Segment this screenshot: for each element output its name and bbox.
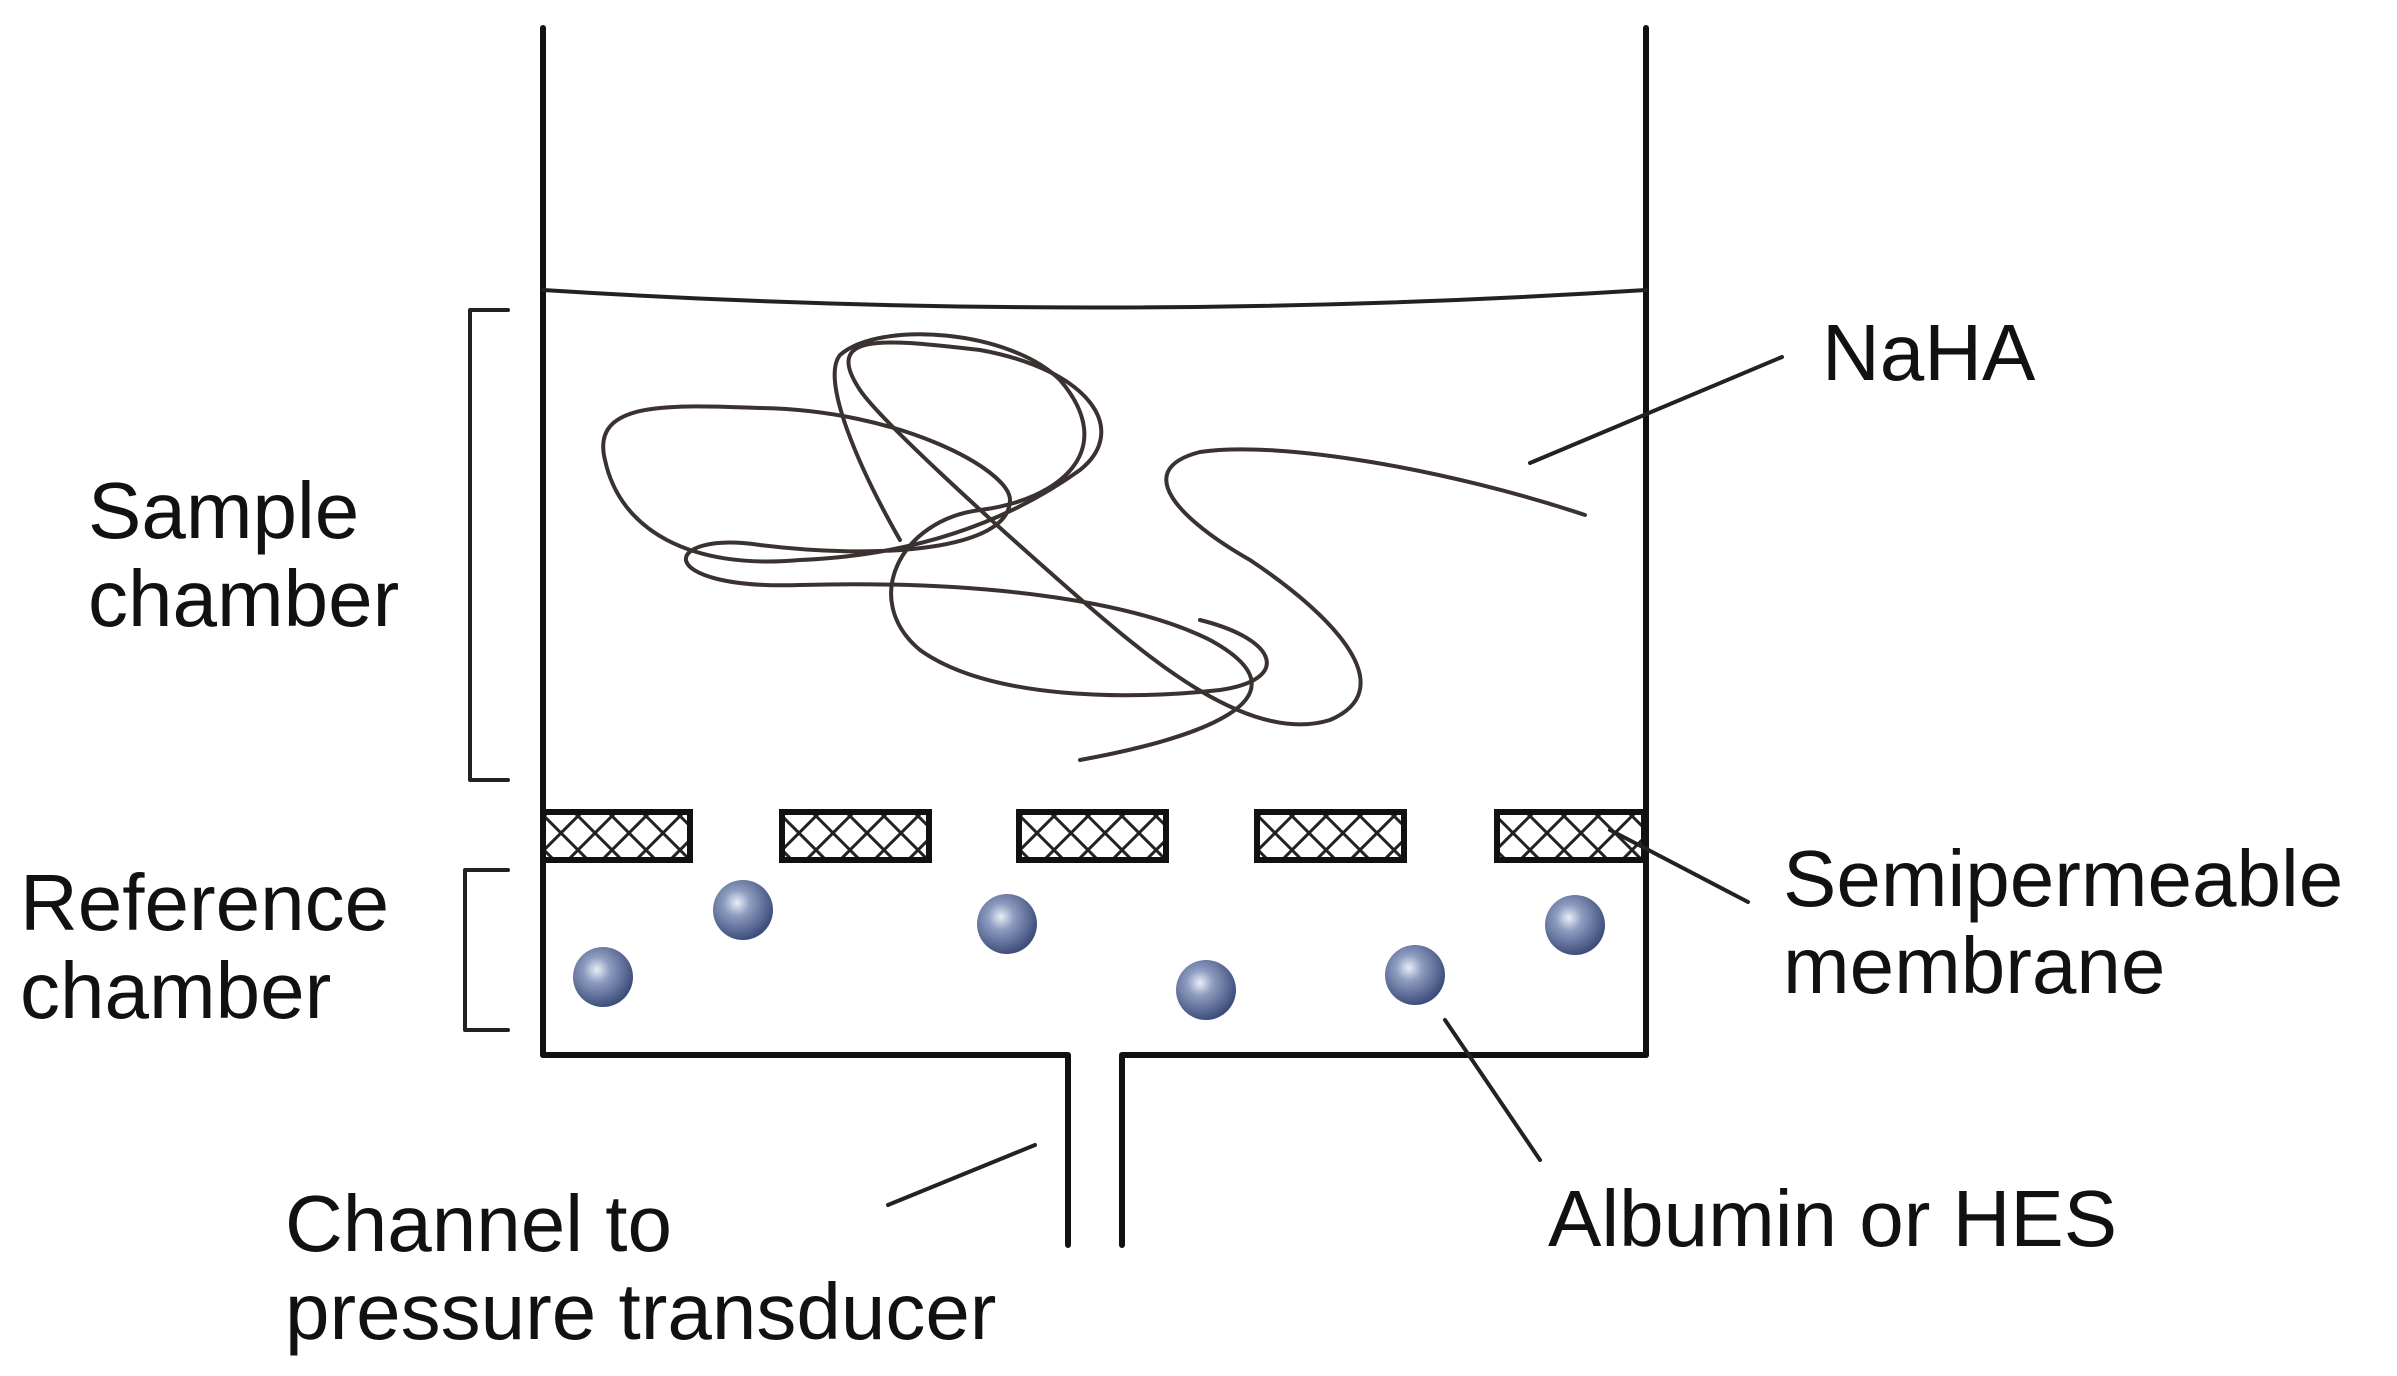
reference-chamber-label-line1: Reference (20, 858, 389, 947)
channel-label-line2: pressure transducer (285, 1267, 996, 1356)
channel-label-line1: Channel to (285, 1179, 672, 1268)
reference-chamber-bracket (463, 868, 510, 1032)
albumin-pointer (1443, 1018, 1542, 1162)
membrane-block-4 (1254, 809, 1407, 863)
vessel-walls (540, 25, 1649, 1248)
naha-label: NaHA (1822, 308, 2036, 397)
bottom-wall-left (540, 1052, 1071, 1248)
particle-5 (1385, 945, 1445, 1005)
semipermeable-membrane (540, 809, 1647, 863)
membrane-label-line2: membrane (1783, 921, 2165, 1010)
membrane-pointer (1608, 828, 1750, 904)
naha-polymer-coil (601, 340, 1587, 762)
albumin-label: Albumin or HES (1548, 1174, 2117, 1263)
sample-chamber-label-line1: Sample (88, 466, 359, 555)
particle-6 (1545, 895, 1605, 955)
liquid-surface (541, 288, 1648, 310)
particle-1 (573, 947, 633, 1007)
sample-chamber-bracket (468, 308, 510, 782)
membrane-label-line1: Semipermeable (1783, 834, 2343, 923)
particle-3 (977, 894, 1037, 954)
sample-chamber-label-line2: chamber (88, 554, 399, 643)
membrane-block-1 (540, 809, 693, 863)
channel-pointer (886, 1143, 1037, 1207)
naha-polymer-loop (832, 332, 1269, 698)
reference-chamber-label-line2: chamber (20, 946, 331, 1035)
naha-pointer (1528, 355, 1784, 465)
membrane-block-2 (779, 809, 932, 863)
particle-2 (713, 880, 773, 940)
membrane-block-3 (1016, 809, 1169, 863)
bottom-wall-right (1119, 1052, 1649, 1248)
albumin-particles (573, 880, 1605, 1020)
particle-4 (1176, 960, 1236, 1020)
